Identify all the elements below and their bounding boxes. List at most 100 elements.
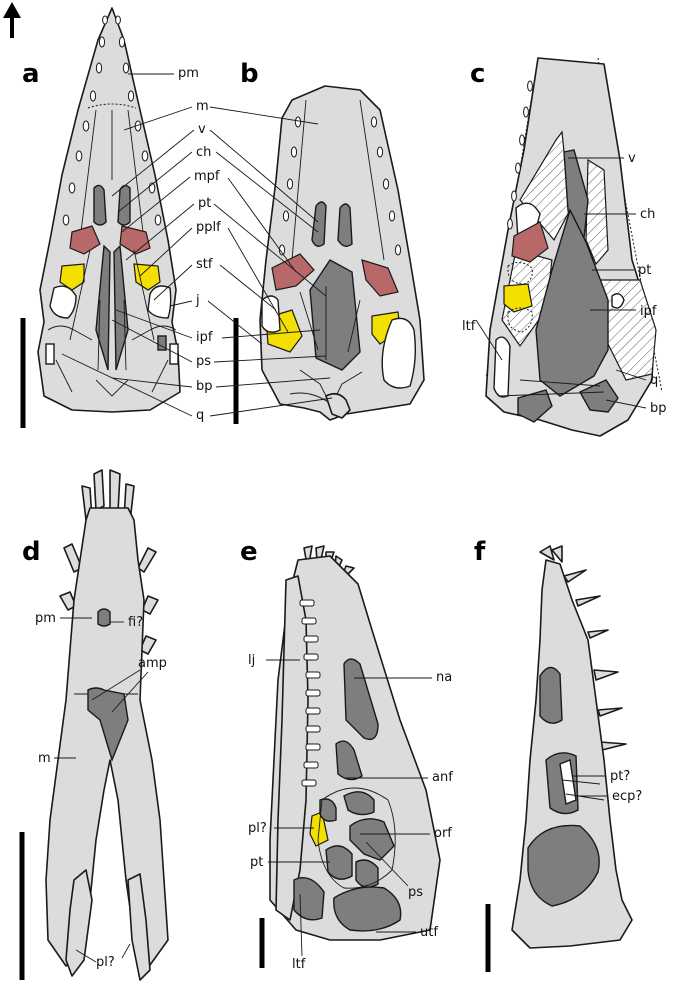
label-pplf: pplf: [196, 220, 221, 235]
stf-right-a: [147, 285, 172, 319]
ipf-left-a: [95, 244, 111, 371]
label-e-pl: pl?: [248, 821, 267, 836]
label-e-anf: anf: [432, 770, 453, 785]
teeth-f: [539, 545, 627, 751]
occipital-b: [325, 392, 351, 419]
label-m: m: [196, 99, 209, 114]
pt-e: [319, 798, 337, 822]
flange-red-right-a: [119, 225, 151, 255]
label-q: q: [196, 408, 204, 423]
orf-f: [527, 824, 600, 907]
flange-yellow-left-a: [59, 263, 85, 291]
label-e-pt: pt: [250, 855, 263, 870]
label-d-fi: fi?: [128, 615, 143, 630]
stf-left-a: [49, 285, 77, 319]
ipf-c: [535, 208, 609, 397]
label-pt: pt: [198, 196, 211, 211]
alveoli-b: [278, 116, 402, 256]
choana-left-b: [311, 201, 327, 247]
panel-f: f pt? ecp?: [474, 537, 642, 972]
panel-c: c v ch pt ipf ltf q: [462, 57, 667, 437]
na-f: [539, 666, 563, 724]
label-c-ltf: ltf: [462, 319, 476, 334]
quadrate-fossa-left-a: [45, 343, 55, 365]
bp-right-c: [579, 379, 619, 413]
label-e-ps: ps: [408, 885, 423, 900]
label-ipf: ipf: [196, 330, 213, 345]
alveoli-a: [62, 15, 162, 226]
flange-yellow-right-a: [133, 263, 161, 291]
label-ps: ps: [196, 354, 211, 369]
label-c-bp: bp: [650, 401, 667, 416]
label-c-v: v: [628, 151, 636, 166]
panel-e: e: [240, 537, 453, 972]
label-d-pl: pl?: [96, 955, 115, 970]
pl-right-d: [127, 873, 151, 981]
choana-right-a: [117, 184, 131, 226]
label-j: j: [195, 293, 200, 308]
flange-red-left-a: [69, 225, 101, 255]
label-e-na: na: [436, 670, 452, 685]
bp-left-c: [517, 389, 553, 423]
choana-right-b: [337, 203, 353, 247]
orf-large-e: [349, 818, 395, 861]
label-c-ipf: ipf: [640, 304, 657, 319]
flange-red-right-b: [361, 259, 399, 297]
label-c-q: q: [650, 373, 658, 388]
panel-b-letter: b: [240, 59, 259, 89]
flange-red-c: [511, 221, 549, 263]
ipf-right-a: [113, 244, 129, 371]
label-f-ecp: ecp?: [612, 789, 642, 804]
label-d-pm: pm: [35, 611, 56, 626]
label-bp: bp: [196, 379, 213, 394]
panel-c-letter: c: [470, 59, 485, 89]
label-d-amp: amp: [138, 656, 167, 671]
quadrate-fossa-right-a: [169, 343, 179, 365]
label-e-ltf: ltf: [292, 957, 306, 972]
panel-a: a: [20, 7, 181, 428]
label-stf: stf: [196, 257, 213, 272]
panel-d-letter: d: [22, 537, 41, 567]
pt-f: [559, 759, 577, 805]
utf-e: [333, 886, 402, 932]
skull-e-outline: [269, 555, 441, 941]
up-arrow-icon: [3, 2, 21, 38]
hatched-maxilla-right-c: [585, 158, 609, 266]
anf-e: [335, 740, 363, 781]
ltf-e: [293, 877, 325, 921]
ps-e: [355, 859, 379, 888]
panel-a-letter: a: [22, 59, 40, 89]
stf-right-b: [381, 317, 417, 389]
label-e-utf: utf: [420, 925, 438, 940]
tooth-sockets-e: [299, 599, 321, 787]
labels-ab: pm m v ch mpf pt pplf stf j ipf ps bp: [61, 66, 333, 423]
choana-left-a: [93, 184, 107, 226]
orf-e: [343, 791, 375, 816]
label-c-pt: pt: [638, 263, 651, 278]
label-e-lj: lj: [248, 653, 255, 668]
panel-b: b: [233, 59, 425, 424]
stf-left-b: [261, 295, 281, 333]
flange-yellow-c: [503, 283, 533, 313]
label-e-orf: orf: [434, 826, 452, 841]
small-fossa-a: [157, 335, 167, 351]
label-v: v: [198, 122, 206, 137]
label-d-m: m: [38, 751, 51, 766]
flange-red-left-b: [271, 253, 315, 291]
panel-d: d pm fi? amp m pl?: [19, 469, 169, 981]
na-e: [343, 658, 379, 741]
label-ch: ch: [196, 145, 211, 160]
alveoli-c: [507, 80, 533, 230]
label-mpf: mpf: [194, 169, 220, 184]
ltf-c: [493, 336, 511, 398]
ltf-right-c: [611, 293, 625, 309]
panel-f-letter: f: [474, 537, 486, 567]
label-pm: pm: [178, 66, 199, 81]
pt-lower-e: [325, 845, 353, 880]
label-f-pt: pt?: [610, 769, 630, 784]
label-c-ch: ch: [640, 207, 655, 222]
pl-left-d: [65, 869, 93, 977]
panel-e-letter: e: [240, 537, 258, 567]
fi-d: [97, 608, 111, 627]
